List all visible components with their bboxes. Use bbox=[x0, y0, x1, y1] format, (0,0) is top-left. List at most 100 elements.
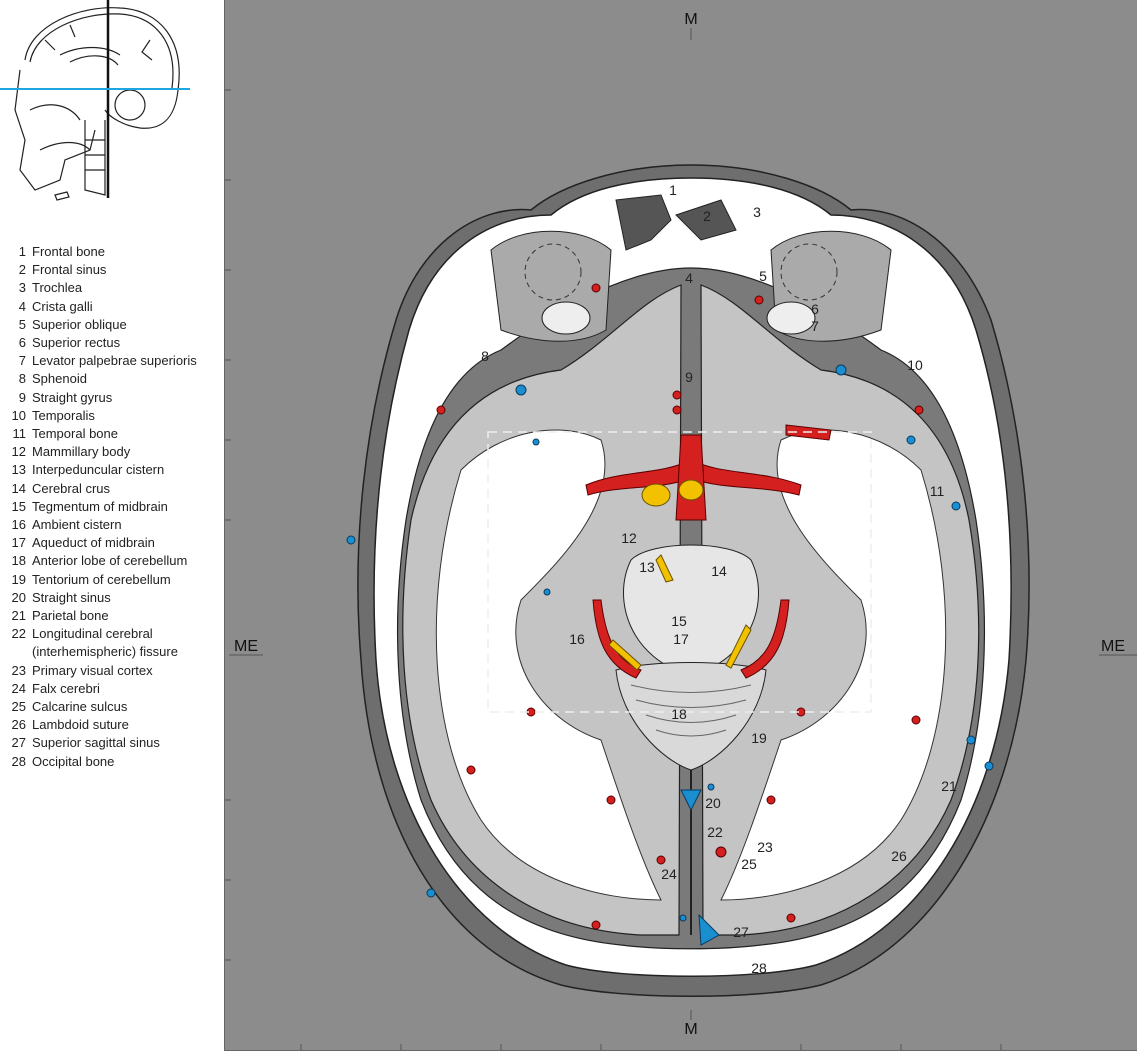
legend-item: 20 Straight sinus bbox=[6, 589, 216, 607]
axial-brain-section-illustration bbox=[225, 28, 1137, 1050]
legend-number: 26 bbox=[11, 717, 26, 733]
legend-number: 24 bbox=[11, 680, 26, 696]
legend-item: 1 Frontal bone bbox=[6, 243, 216, 261]
legend-label: Longitudinal cerebral (interhemispheric)… bbox=[32, 626, 178, 660]
callout-number: 4 bbox=[685, 270, 693, 286]
legend-number: 3 bbox=[18, 280, 26, 296]
legend-item: 24 Falx cerebri bbox=[6, 680, 216, 698]
legend-item: 6 Superior rectus bbox=[6, 334, 216, 352]
legend-label: Falx cerebri bbox=[32, 680, 100, 696]
callout-number: 26 bbox=[891, 848, 907, 864]
legend-number: 12 bbox=[11, 444, 26, 460]
veins bbox=[346, 364, 994, 946]
legend-label: Aqueduct of midbrain bbox=[32, 535, 155, 551]
legend-label: Lambdoid suture bbox=[32, 717, 129, 733]
legend-number: 6 bbox=[18, 335, 26, 351]
legend-number: 13 bbox=[11, 462, 26, 478]
callout-number: 19 bbox=[751, 730, 767, 746]
legend-label: Frontal bone bbox=[32, 244, 105, 259]
legend-label: Cerebral crus bbox=[32, 480, 111, 496]
legend-item: 25 Calcarine sulcus bbox=[6, 698, 216, 716]
callout-number: 10 bbox=[907, 357, 923, 373]
legend-item: 3 Trochlea bbox=[6, 279, 216, 297]
legend-number: 25 bbox=[11, 699, 26, 715]
legend-label: Straight gyrus bbox=[32, 389, 113, 405]
legend-item: 17 Aqueduct of midbrain bbox=[6, 534, 216, 552]
legend-item: 28 Occipital bone bbox=[6, 753, 216, 771]
legend-label: Mammillary body bbox=[32, 444, 131, 460]
legend-number: 9 bbox=[18, 389, 26, 405]
legend-label: Primary visual cortex bbox=[32, 662, 153, 678]
callout-number: 24 bbox=[661, 866, 677, 882]
legend-item: 11 Temporal bone bbox=[6, 425, 216, 443]
legend-label: Calcarine sulcus bbox=[32, 699, 128, 715]
legend-number: 7 bbox=[18, 353, 26, 369]
legend-label: Occipital bone bbox=[32, 753, 115, 769]
callout-number: 14 bbox=[711, 563, 727, 579]
legend-number: 14 bbox=[11, 480, 26, 496]
legend-item: 2 Frontal sinus bbox=[6, 261, 216, 279]
legend-label: Temporalis bbox=[32, 407, 95, 423]
legend-number: 2 bbox=[18, 262, 26, 278]
ruler-ticks bbox=[225, 28, 1137, 1050]
detail-region-box bbox=[487, 431, 872, 713]
callout-number: 6 bbox=[811, 301, 819, 317]
legend-item: 10 Temporalis bbox=[6, 407, 216, 425]
orbits bbox=[490, 230, 892, 342]
legend-number: 1 bbox=[18, 244, 26, 259]
legend-label: Superior rectus bbox=[32, 335, 121, 351]
callout-number: 3 bbox=[753, 204, 761, 220]
legend-number: 20 bbox=[11, 589, 26, 605]
legend-item: 14 Cerebral crus bbox=[6, 480, 216, 498]
callout-number: 18 bbox=[671, 706, 687, 722]
legend-item: 7 Levator palpebrae superioris bbox=[6, 352, 216, 370]
legend-number: 18 bbox=[11, 553, 26, 569]
callout-number: 22 bbox=[707, 824, 723, 840]
orientation-label-top: M bbox=[684, 11, 698, 28]
legend-item: 26 Lambdoid suture bbox=[6, 716, 216, 734]
callout-number: 5 bbox=[759, 268, 767, 284]
legend-label: Superior oblique bbox=[32, 316, 127, 332]
callout-number: 13 bbox=[639, 559, 655, 575]
legend-number: 21 bbox=[11, 608, 26, 624]
legend-label: Temporal bone bbox=[32, 426, 118, 442]
legend-number: 10 bbox=[11, 407, 26, 423]
callout-number: 23 bbox=[757, 839, 773, 855]
legend-label: Crista galli bbox=[32, 298, 93, 314]
legend-item: 9 Straight gyrus bbox=[6, 389, 216, 407]
callout-number: 27 bbox=[733, 924, 749, 940]
legend-label: Straight sinus bbox=[32, 589, 111, 605]
legend-number: 17 bbox=[11, 535, 26, 551]
legend-label: Levator palpebrae superioris bbox=[32, 353, 197, 369]
legend-label: Tentorium of cerebellum bbox=[32, 571, 171, 587]
legend-label: Trochlea bbox=[32, 280, 83, 296]
right-white-matter bbox=[720, 429, 947, 901]
callout-number: 8 bbox=[481, 348, 489, 364]
legend-label: Frontal sinus bbox=[32, 262, 107, 278]
legend-number: 11 bbox=[12, 426, 27, 442]
legend-label: Anterior lobe of cerebellum bbox=[32, 553, 188, 569]
legend-item: 18 Anterior lobe of cerebellum bbox=[6, 552, 216, 570]
orientation-label-right: ME bbox=[1101, 638, 1125, 655]
legend-number: 28 bbox=[11, 753, 26, 769]
callout-number: 9 bbox=[685, 369, 693, 385]
callout-number: 16 bbox=[569, 631, 585, 647]
sagittal-orientation-thumbnail bbox=[0, 0, 190, 201]
callout-number: 7 bbox=[811, 318, 819, 334]
callout-number: 2 bbox=[703, 208, 711, 224]
orientation-label-left: ME bbox=[234, 638, 258, 655]
callout-number: 12 bbox=[621, 530, 637, 546]
legend-label: Sphenoid bbox=[32, 371, 87, 387]
left-white-matter bbox=[435, 429, 662, 901]
legend-number: 19 bbox=[11, 571, 26, 587]
